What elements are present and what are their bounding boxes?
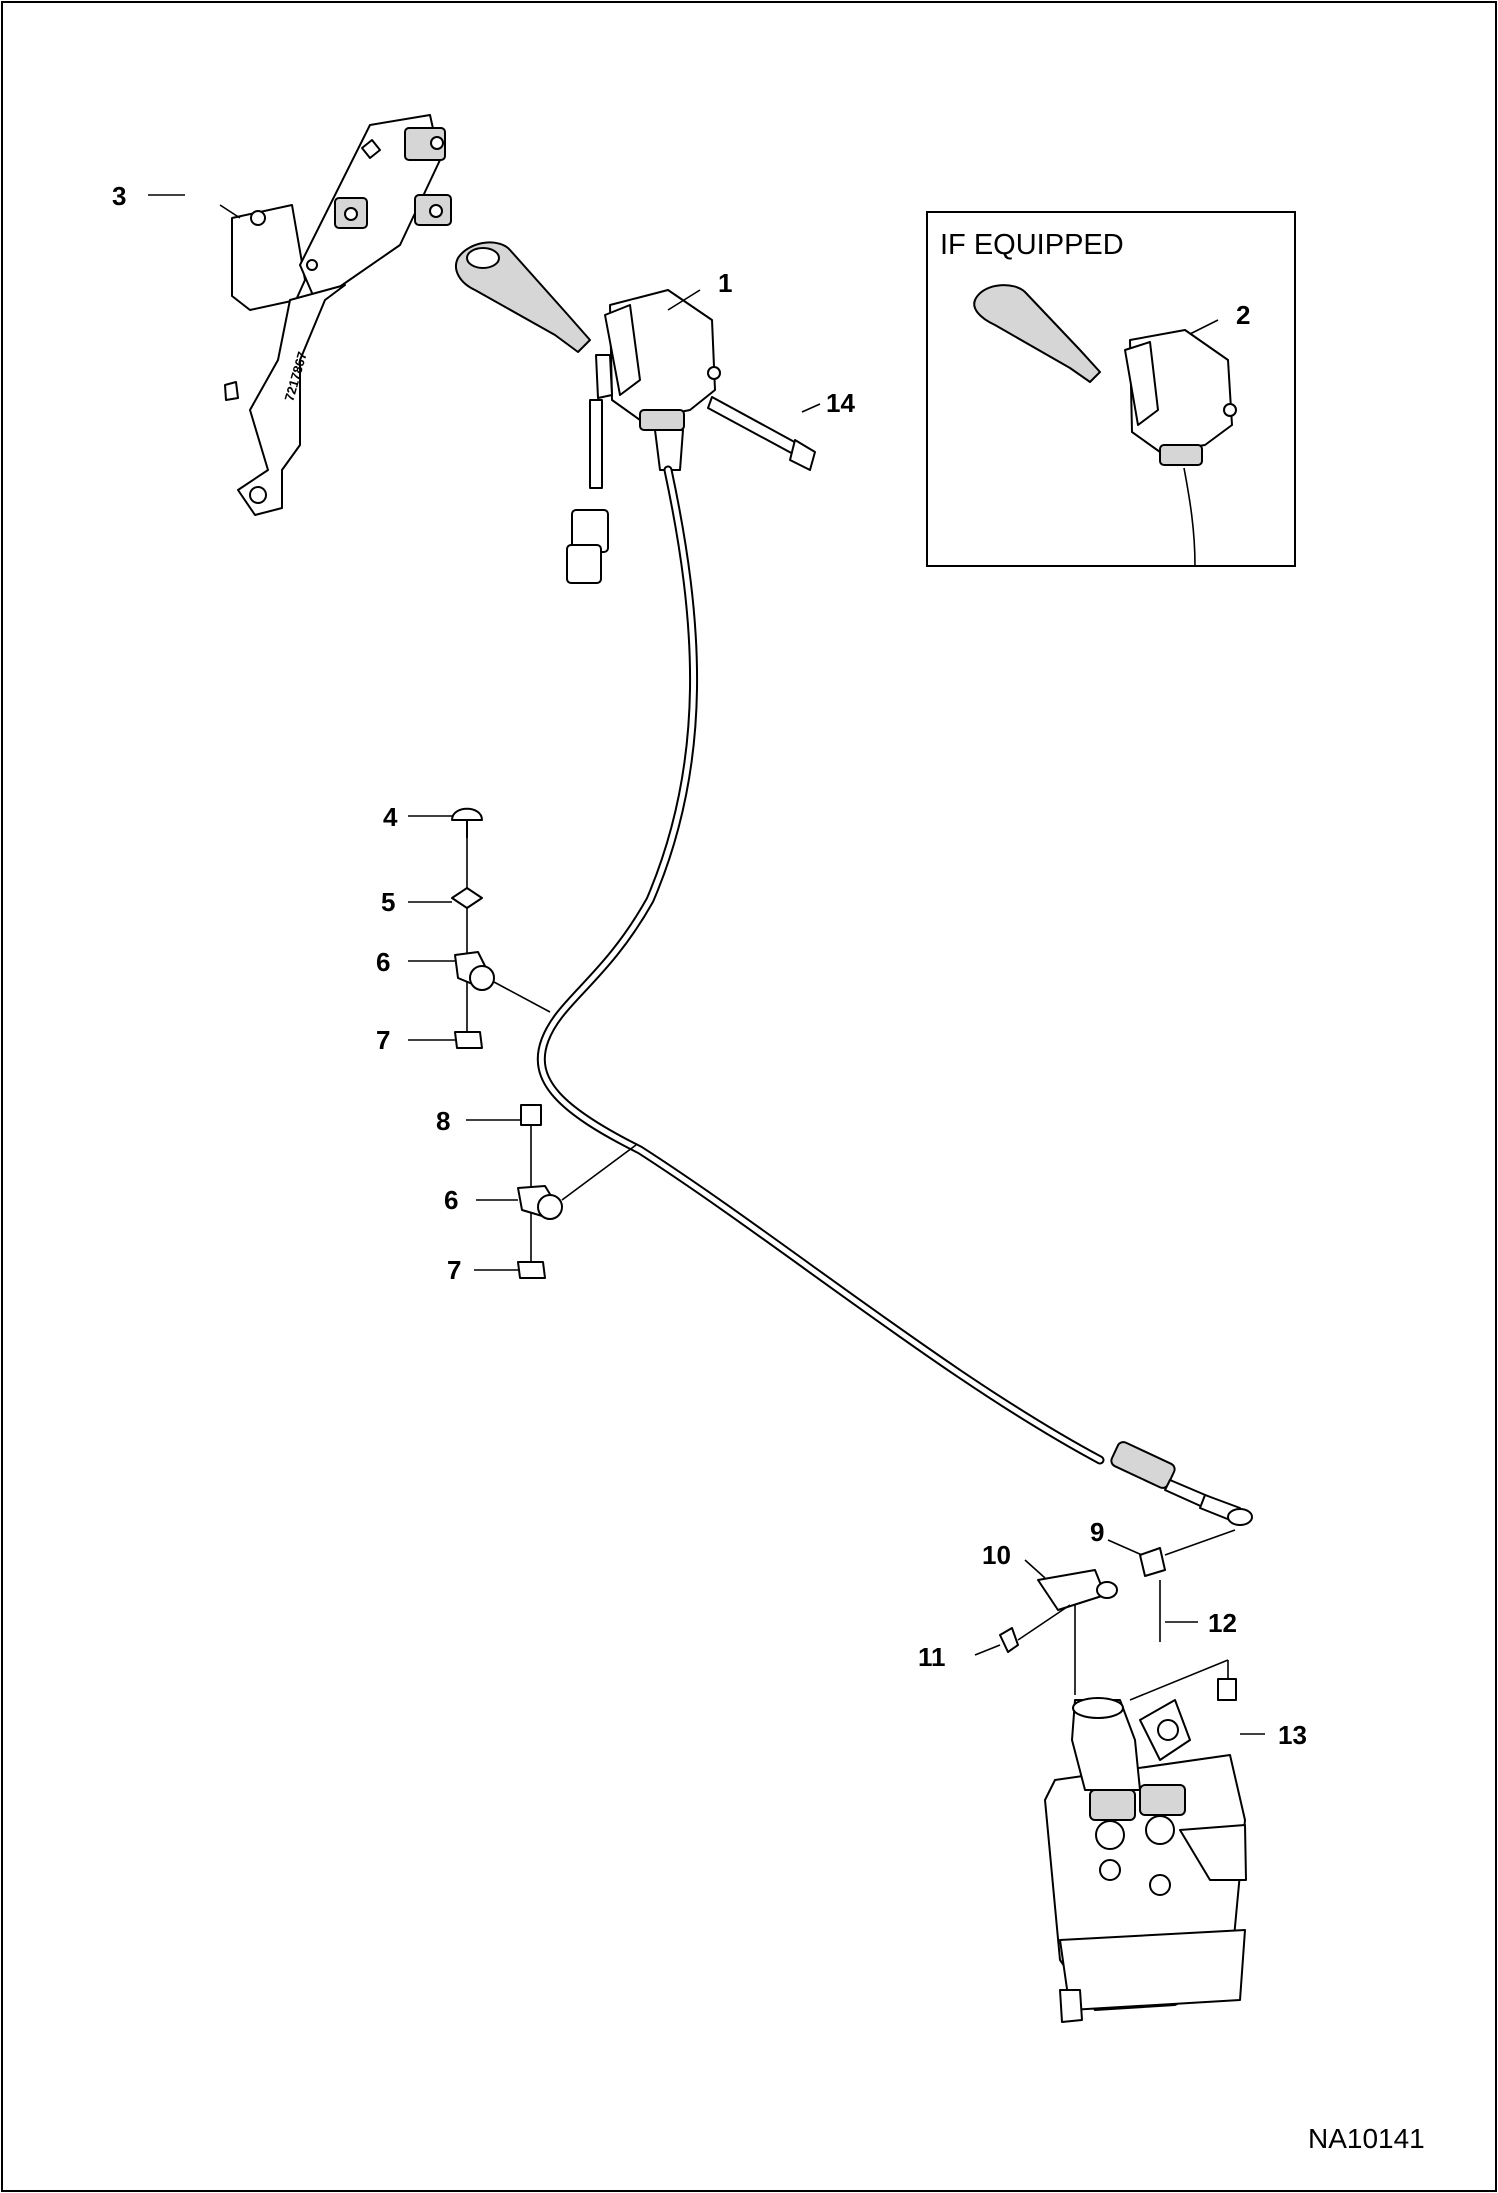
callout-9: 9 [1090,1517,1104,1547]
lever-control [455,241,721,584]
callout-12: 12 [1208,1608,1237,1638]
callout-10: 10 [982,1540,1011,1570]
valve-linkage [999,1529,1237,1701]
leader-lines [148,194,1265,1735]
alt-lever-control [973,284,1237,567]
callout-2: 2 [1236,300,1250,330]
callout-1: 1 [718,268,732,298]
hardware-stack-upper [451,807,551,1049]
figure-id: NA10141 [1308,2123,1425,2154]
callout-5: 5 [381,887,395,917]
inset-title: IF EQUIPPED [940,229,1124,261]
callout-13: 13 [1278,1720,1307,1750]
bolt-14 [707,396,816,471]
cable-end-fitting [1110,1441,1253,1526]
callout-7-upper: 7 [376,1025,390,1055]
callout-6-lower: 6 [444,1185,458,1215]
control-cable [536,465,1105,1465]
callout-7-lower: 7 [447,1255,461,1285]
callout-8: 8 [436,1106,450,1136]
mounting-bracket [224,114,452,516]
inset-box [926,211,1296,567]
callout-11: 11 [918,1642,946,1672]
valve-body [1044,1697,1247,2023]
callout-4: 4 [383,802,398,832]
callout-14: 14 [826,388,855,418]
hardware-stack-lower [517,1104,637,1279]
callout-3: 3 [112,181,126,211]
callout-6-upper: 6 [376,947,390,977]
